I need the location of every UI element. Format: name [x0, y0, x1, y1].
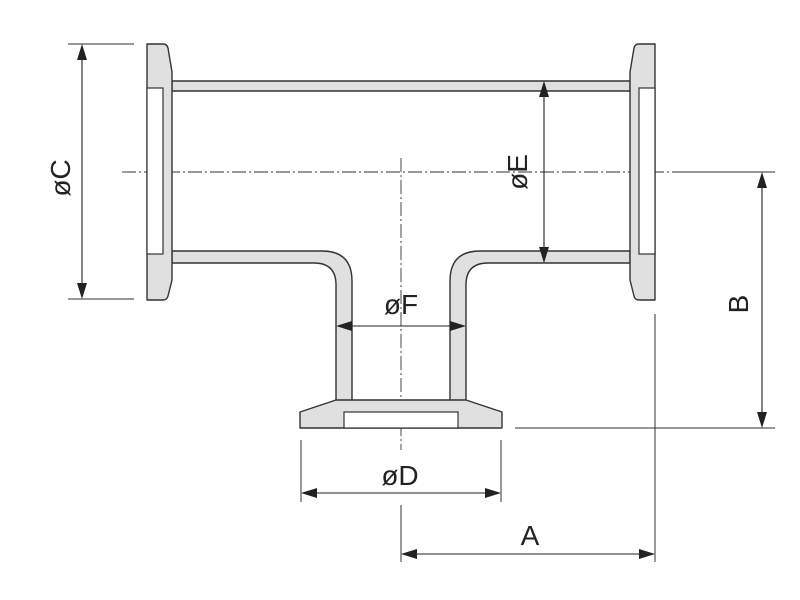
arrow-e-bottom: [539, 247, 549, 263]
left-flange-seat: [146, 87, 164, 255]
arrow-f-right: [450, 321, 466, 331]
label-dim-a: A: [521, 520, 540, 551]
right-flange-seat: [638, 87, 656, 255]
arrow-e-top: [539, 81, 549, 97]
main-tube-bottom-wall-and-branch: [171, 250, 353, 406]
dimension-b: [757, 172, 767, 428]
arrow-b-top: [757, 172, 767, 188]
extension-lines: [68, 43, 775, 562]
arrow-c-top: [77, 44, 87, 60]
label-dim-e: øE: [502, 154, 533, 190]
arrow-a-right: [639, 549, 655, 559]
arrow-a-left: [401, 549, 417, 559]
label-dim-c: øC: [45, 159, 76, 196]
right-flange: [629, 43, 656, 301]
dimension-a: [401, 549, 655, 559]
branch-right-wall: [449, 250, 631, 406]
main-tube-top-wall: [171, 80, 631, 92]
dimension-c: [77, 44, 87, 299]
arrow-d-left: [301, 488, 317, 498]
arrow-c-bottom: [77, 283, 87, 299]
label-dim-b: B: [723, 295, 754, 314]
arrow-b-bottom: [757, 412, 767, 428]
dimension-d: [301, 488, 501, 498]
left-flange: [146, 43, 173, 301]
dimension-e: [539, 81, 549, 263]
arrow-d-right: [485, 488, 501, 498]
bottom-flange: [299, 399, 503, 429]
label-dim-f: øF: [384, 289, 418, 320]
arrow-f-left: [336, 321, 352, 331]
dimension-f: [336, 321, 466, 331]
label-dim-d: øD: [381, 460, 418, 491]
bottom-flange-seat: [343, 411, 459, 429]
